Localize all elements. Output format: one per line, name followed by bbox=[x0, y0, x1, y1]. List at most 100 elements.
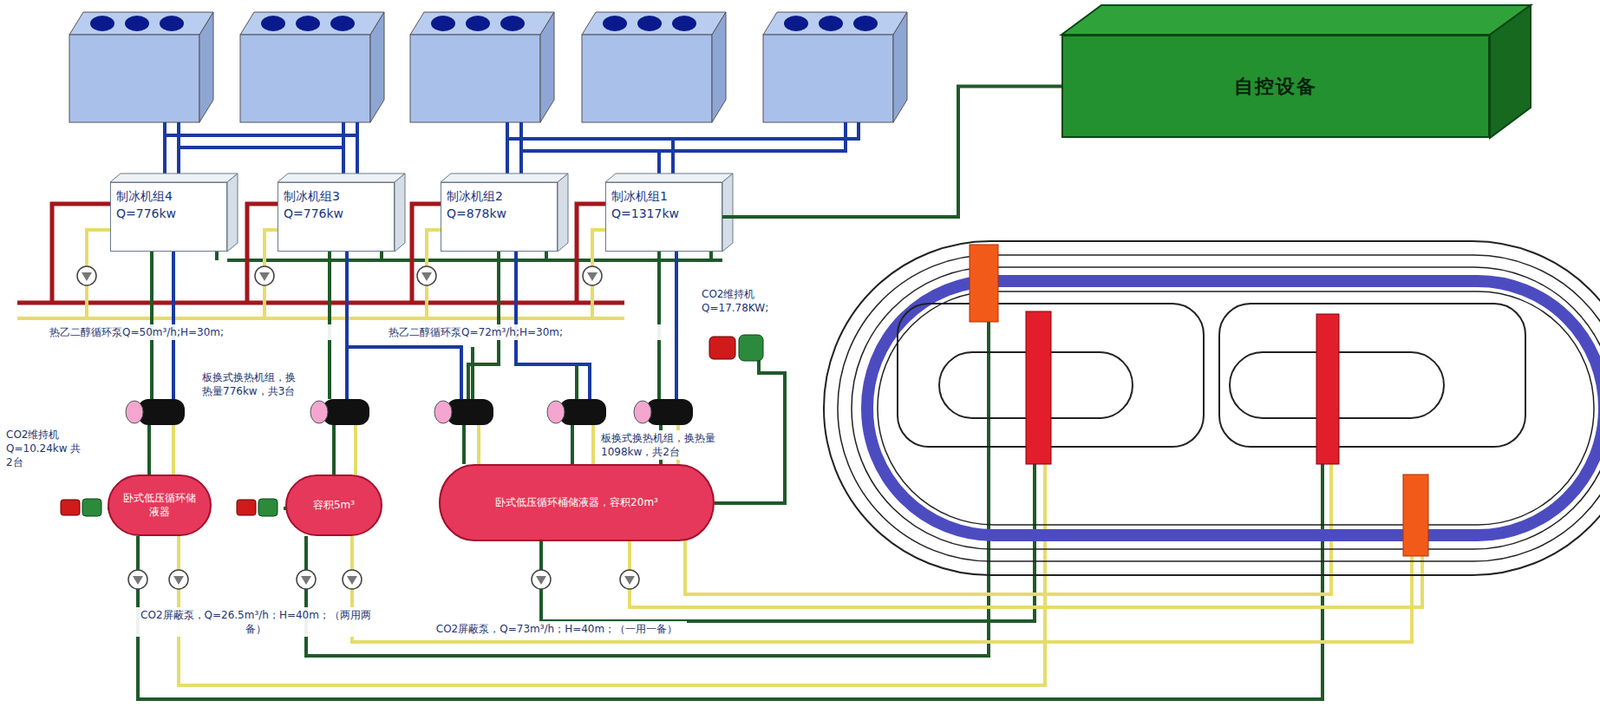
pump-casing bbox=[342, 569, 362, 589]
chiller-unit: 制冰机组3Q=776kw bbox=[277, 182, 395, 252]
tower-front bbox=[69, 34, 200, 123]
pump-casing bbox=[128, 569, 148, 589]
pump-casing bbox=[254, 266, 275, 286]
control-box-top bbox=[1061, 5, 1531, 35]
chiller-side bbox=[227, 173, 238, 252]
tower-top bbox=[240, 12, 385, 35]
pump bbox=[342, 569, 362, 589]
hot-glycol-return bbox=[17, 229, 625, 319]
header-bar bbox=[1025, 311, 1052, 464]
hx-cap bbox=[310, 400, 328, 424]
control-cabinet: 自控设备 bbox=[1061, 34, 1490, 138]
chiller-top bbox=[605, 173, 733, 183]
equipment-note: CO2维持机 Q=10.24kw 共2台 bbox=[3, 426, 89, 471]
chiller-unit: 制冰机组4Q=776kw bbox=[110, 182, 228, 252]
vessel-body bbox=[286, 475, 382, 536]
node-title: 卧式低压循环储液器 bbox=[119, 491, 200, 519]
node-capacity: Q=1317kw bbox=[611, 205, 680, 223]
tower-top bbox=[410, 12, 555, 35]
hx-cap bbox=[547, 400, 565, 424]
pump bbox=[77, 266, 97, 286]
hx-note: 板换式换热机组，换热量1098kw，共2台 bbox=[598, 430, 729, 460]
pump-impeller bbox=[624, 575, 635, 585]
pump-casing bbox=[531, 569, 551, 589]
tower-front bbox=[240, 34, 371, 123]
cooling-tower bbox=[763, 12, 908, 123]
plate-heat-exchanger bbox=[633, 398, 693, 425]
hx-body bbox=[446, 398, 494, 425]
pipe bbox=[507, 122, 859, 176]
chiller-unit: 制冰机组2Q=878kw bbox=[440, 182, 558, 252]
pump bbox=[531, 569, 551, 589]
pump-casing bbox=[620, 569, 640, 589]
pumps bbox=[77, 266, 640, 589]
vessel-body bbox=[108, 475, 211, 536]
rink-line bbox=[877, 291, 1594, 525]
pump-casing bbox=[77, 266, 97, 286]
header-bar bbox=[1403, 474, 1429, 556]
pump bbox=[128, 569, 148, 589]
pipe bbox=[173, 251, 677, 399]
header-bar bbox=[969, 244, 999, 322]
pipe bbox=[173, 424, 679, 475]
tower-side bbox=[370, 12, 385, 123]
pipe bbox=[151, 251, 660, 399]
node-title: 容积5m³ bbox=[313, 498, 355, 513]
tower-fan bbox=[853, 15, 878, 32]
hot-glycol-supply bbox=[17, 203, 625, 303]
tower-fan bbox=[431, 15, 456, 32]
plate-heat-exchanger bbox=[310, 398, 370, 425]
tower-front bbox=[410, 34, 541, 123]
tower-side bbox=[711, 12, 726, 123]
control-wire bbox=[216, 251, 723, 261]
pump-impeller bbox=[173, 575, 184, 585]
pump-note: 热乙二醇循环泵Q=50m³/h;H=30m; bbox=[46, 324, 334, 340]
node-title: 自控设备 bbox=[1234, 73, 1318, 100]
plate-heat-exchangers bbox=[125, 398, 693, 425]
maintainer-compressor bbox=[82, 498, 102, 516]
cooling-tower bbox=[69, 12, 214, 123]
node-title: 制冰机组3 bbox=[283, 188, 340, 206]
node-capacity: Q=878kw bbox=[446, 205, 507, 223]
maintainer-motor bbox=[60, 499, 80, 516]
vessel-shape bbox=[285, 474, 383, 536]
receiver-vessel: 卧式低压循环桶储液器，容积20m³ bbox=[438, 463, 715, 542]
rink-line bbox=[851, 267, 1600, 549]
maintainer-motor bbox=[236, 499, 256, 516]
pipe bbox=[164, 122, 358, 176]
tower-fan bbox=[672, 15, 697, 32]
control-cable bbox=[722, 86, 1062, 218]
vessel-body bbox=[439, 464, 714, 541]
pump bbox=[582, 266, 602, 286]
node-title: 卧式低压循环桶储液器，容积20m³ bbox=[495, 496, 659, 510]
node-title: 制冰机组1 bbox=[611, 188, 668, 206]
plate-heat-exchanger bbox=[547, 398, 607, 425]
chiller-side bbox=[722, 173, 733, 252]
hx-body bbox=[322, 398, 370, 425]
tower-fan bbox=[159, 15, 184, 32]
pump-note: CO2屏蔽泵，Q=73m³/h；H=40m；（一用一备） bbox=[426, 620, 687, 637]
pump-impeller bbox=[535, 575, 547, 585]
co2-maintainers bbox=[60, 334, 764, 516]
tower-fan bbox=[500, 15, 525, 32]
tower-side bbox=[893, 12, 908, 123]
chiller-3d-parts bbox=[110, 173, 733, 252]
hx-body bbox=[137, 398, 185, 425]
pump-impeller bbox=[421, 272, 432, 281]
tower-side bbox=[199, 12, 214, 123]
plate-heat-exchanger bbox=[434, 398, 494, 425]
tower-front bbox=[763, 34, 894, 123]
tower-fan bbox=[465, 15, 490, 32]
vessel-shape bbox=[438, 463, 715, 542]
pump-note: 热乙二醇循环泵Q=72m³/h;H=30m; bbox=[385, 324, 673, 340]
rink-headers bbox=[969, 244, 1429, 556]
equipment-note: CO2维持机 Q=17.78KW; bbox=[698, 286, 786, 316]
chiller-side bbox=[394, 173, 405, 252]
tower-fan bbox=[295, 15, 320, 32]
pump-casing bbox=[417, 266, 437, 286]
hx-cap bbox=[125, 400, 144, 424]
tower-fan bbox=[330, 15, 355, 32]
pipe bbox=[149, 424, 661, 475]
plate-heat-exchanger bbox=[125, 398, 185, 425]
